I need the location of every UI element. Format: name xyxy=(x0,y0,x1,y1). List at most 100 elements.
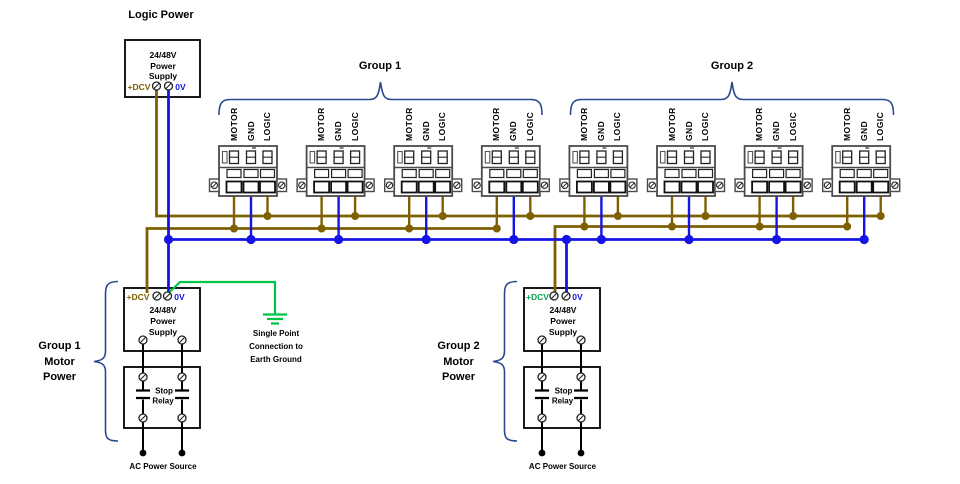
earth-ground-note: Single Point xyxy=(252,329,300,338)
junction-dot xyxy=(317,224,326,233)
junction-dot xyxy=(230,224,238,233)
connector-terminal xyxy=(838,180,856,194)
terminal-screw-icon xyxy=(578,337,584,343)
connector-terminal xyxy=(784,180,802,194)
group-2-header: Group 2 xyxy=(710,60,754,72)
connector-pin-label: GND xyxy=(420,120,431,141)
connector-slot xyxy=(610,168,626,179)
g2-supply-neg-label: 0V xyxy=(572,291,583,302)
junction-dot xyxy=(772,234,782,245)
earth-ground-wire xyxy=(166,280,277,314)
connector-slot xyxy=(506,168,522,179)
connector-ear-screw-icon xyxy=(211,182,217,188)
connector-ear-screw-icon xyxy=(474,182,480,188)
connector-ear-screw-icon xyxy=(629,182,635,188)
connector-terminal xyxy=(872,180,890,194)
connector-pin-label: GND xyxy=(595,120,606,141)
group2-motor-supply-box xyxy=(523,287,601,352)
connector-terminal xyxy=(576,180,593,194)
terminal-screw-icon xyxy=(179,374,185,380)
connector-ear-screw-icon xyxy=(366,182,372,188)
logic-supply-name: Power xyxy=(150,60,176,71)
g1-supply-name: Power xyxy=(150,315,176,326)
connector-pin-label: GND xyxy=(508,120,519,141)
connector-slot xyxy=(785,168,801,179)
junction-dot xyxy=(789,212,798,220)
connector-terminal xyxy=(751,180,768,194)
logic-power-supply-box xyxy=(124,39,201,98)
junction-dot xyxy=(421,234,431,245)
group1-brace xyxy=(218,81,543,116)
connector-slot xyxy=(331,168,347,179)
connector-pin-label: MOTOR xyxy=(403,106,414,141)
earth-ground-icon xyxy=(263,313,287,325)
connector-pin-label: MOTOR xyxy=(491,106,502,141)
connector-terminal xyxy=(768,180,785,194)
connector-side-tab xyxy=(747,150,754,164)
connector-pin-label: LOGIC xyxy=(262,111,272,141)
connector-slot xyxy=(839,168,855,179)
ac-wires xyxy=(142,343,582,453)
connector-terminal xyxy=(521,180,539,194)
junction-dot xyxy=(580,222,589,231)
connector-slot xyxy=(697,168,714,179)
g2-brace-label: Power xyxy=(441,371,476,383)
earth-ground-note: Connection to xyxy=(249,342,303,351)
connector-pin-label: GND xyxy=(683,120,694,141)
connector-slot xyxy=(401,168,417,179)
logic-supply-neg-label: 0V xyxy=(175,81,186,92)
ac-source-dot xyxy=(538,449,546,457)
connector-slot xyxy=(751,168,768,179)
connector-slot xyxy=(856,168,872,179)
g2-supply-name: 24/48V xyxy=(549,304,577,315)
terminal-screw-icon xyxy=(551,293,557,299)
terminal-screw-icon xyxy=(154,293,160,299)
connector-side-tab xyxy=(572,150,578,164)
junction-dot xyxy=(613,212,622,220)
connector-slot xyxy=(243,168,259,179)
junction-dot xyxy=(876,212,885,220)
connector-terminal xyxy=(680,180,698,194)
terminal-screw-icon xyxy=(563,293,569,299)
connector-slot xyxy=(259,168,276,179)
g1-supply-pos-label: +DCV xyxy=(126,291,150,302)
connector-terminal xyxy=(697,180,714,194)
connector-ear-screw-icon xyxy=(737,182,743,188)
connector-terminal xyxy=(505,180,523,194)
junction-dot xyxy=(684,234,694,245)
connector-terminal xyxy=(330,180,348,194)
connector-side-tab xyxy=(659,150,666,164)
junction-dot xyxy=(843,222,852,231)
g2-relay-label: Relay xyxy=(551,396,574,405)
connector-terminal xyxy=(855,180,873,194)
connector-pin-label: MOTOR xyxy=(228,106,239,141)
terminal-screw-icon xyxy=(539,415,545,421)
connector-terminal xyxy=(225,180,243,194)
connector-side-tab xyxy=(309,150,316,164)
connector-slot xyxy=(873,168,889,179)
connector-pin-label: LOGIC xyxy=(437,111,448,141)
connector-pin-label: LOGIC xyxy=(524,111,535,141)
junction-dot xyxy=(246,234,256,245)
junction-dot xyxy=(509,234,519,245)
junction-dot xyxy=(334,234,344,245)
connector-ear-screw-icon xyxy=(804,182,810,188)
terminal-screw-icon xyxy=(153,83,160,89)
g1-supply-name: Supply xyxy=(148,326,178,337)
connector-ear-screw-icon xyxy=(825,182,830,188)
group2-brace xyxy=(569,81,895,116)
g1-supply-neg-label: 0V xyxy=(174,291,185,302)
connector-side-tab xyxy=(835,150,841,164)
connector-slot xyxy=(593,168,610,179)
g1-ac-source-label: AC Power Source xyxy=(129,461,197,471)
terminal-screw-icon xyxy=(179,337,185,343)
g1-relay-label: Stop xyxy=(155,386,173,395)
connector-pin-label: LOGIC xyxy=(612,111,623,141)
group1-motor-bus-wire xyxy=(145,227,497,293)
connector-slot xyxy=(664,168,680,179)
g2-brace-label: Motor xyxy=(443,355,474,368)
g2-brace-label: Group 2 xyxy=(437,340,480,352)
connector-ear-screw-icon xyxy=(892,182,898,188)
connector-side-tab xyxy=(221,150,228,164)
